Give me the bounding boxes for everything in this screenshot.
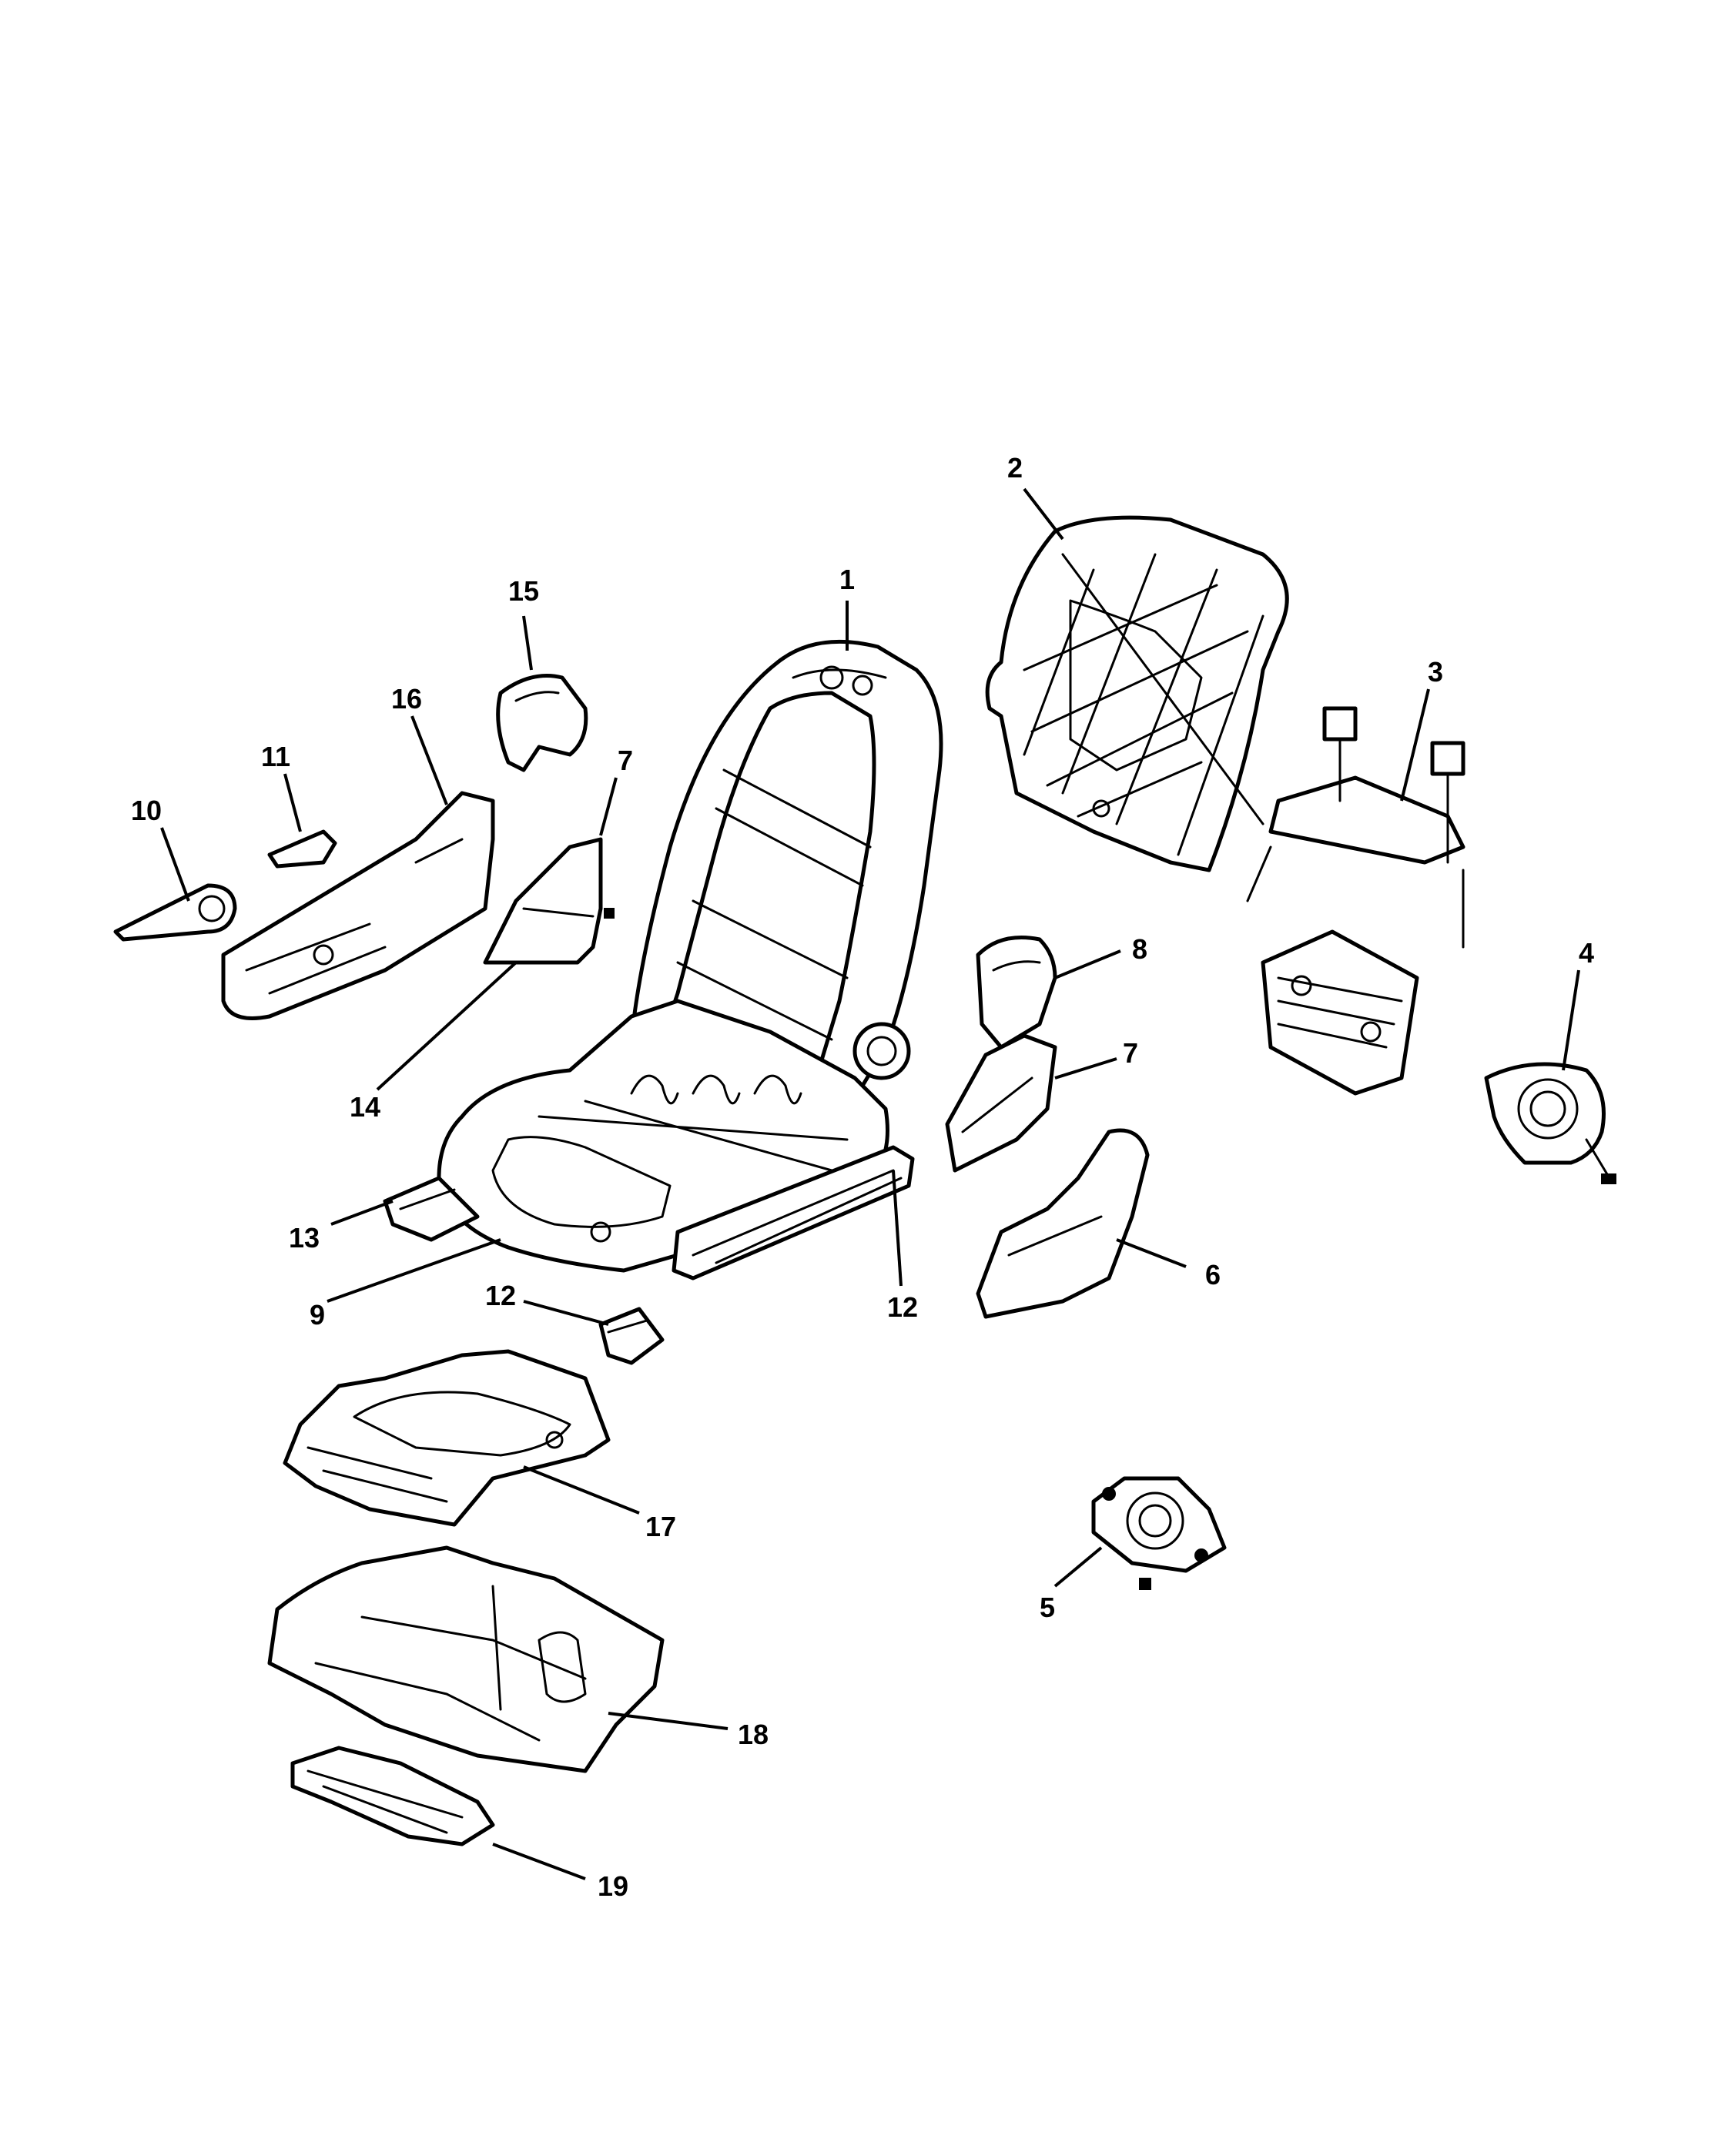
callout-14: 14 bbox=[350, 1091, 380, 1123]
part-16-side-shield bbox=[221, 791, 495, 1020]
leader-16 bbox=[410, 715, 448, 805]
part-15-trim-cover bbox=[496, 674, 588, 772]
part-2-seatback-panel bbox=[985, 515, 1289, 872]
leader-6 bbox=[1116, 1238, 1187, 1268]
part-12-seat-track-right bbox=[672, 1145, 915, 1281]
callout-2: 2 bbox=[1007, 452, 1023, 484]
leader-12a bbox=[523, 1300, 609, 1326]
callout-6: 6 bbox=[1205, 1259, 1221, 1291]
callout-8: 8 bbox=[1132, 933, 1147, 965]
part-18-cushion-foam bbox=[267, 1545, 665, 1773]
part-7-shield-left bbox=[483, 837, 603, 965]
callout-13: 13 bbox=[289, 1222, 320, 1254]
part-4-motor bbox=[1484, 1062, 1616, 1184]
callout-19: 19 bbox=[598, 1870, 628, 1902]
leader-10 bbox=[160, 827, 190, 902]
leader-17 bbox=[523, 1465, 640, 1515]
callout-12b: 12 bbox=[887, 1291, 918, 1323]
part-7-shield-right bbox=[945, 1033, 1057, 1173]
part-9-seat-cushion-frame bbox=[437, 999, 889, 1273]
callout-15: 15 bbox=[508, 575, 539, 607]
part-14-clip bbox=[604, 908, 615, 919]
leader-3 bbox=[1400, 688, 1430, 802]
callout-labels: 1 2 3 4 5 6 7 7 8 9 10 11 12 12 13 14 15… bbox=[131, 452, 1594, 1902]
leader-19 bbox=[492, 1843, 586, 1880]
leader-12b bbox=[892, 1170, 903, 1287]
callout-5: 5 bbox=[1040, 1592, 1055, 1623]
leader-7b bbox=[1054, 1057, 1117, 1080]
part-3-lumbar-mechanism bbox=[1246, 706, 1465, 1096]
leader-4 bbox=[1562, 969, 1580, 1071]
callout-3: 3 bbox=[1428, 656, 1443, 688]
leader-15 bbox=[522, 615, 533, 671]
callout-7a: 7 bbox=[618, 745, 633, 776]
callout-12a: 12 bbox=[485, 1280, 516, 1311]
part-5-track-motor bbox=[1091, 1476, 1227, 1590]
part-8-shield-cap bbox=[976, 936, 1057, 1050]
leader-8 bbox=[1054, 949, 1121, 979]
part-1-seatback-frame bbox=[629, 639, 943, 1088]
callout-16: 16 bbox=[391, 683, 422, 715]
callout-4: 4 bbox=[1579, 937, 1594, 969]
leader-2 bbox=[1023, 487, 1064, 541]
callout-9: 9 bbox=[310, 1299, 325, 1331]
callout-17: 17 bbox=[645, 1511, 676, 1542]
leader-9 bbox=[327, 1238, 501, 1303]
leader-13 bbox=[330, 1200, 394, 1226]
callout-10: 10 bbox=[131, 795, 162, 826]
callout-11: 11 bbox=[261, 741, 290, 772]
callout-7b: 7 bbox=[1123, 1037, 1138, 1069]
part-19-rail-cover bbox=[290, 1746, 495, 1846]
callout-18: 18 bbox=[738, 1719, 769, 1750]
leader-14 bbox=[376, 961, 518, 1091]
callout-1: 1 bbox=[839, 564, 855, 595]
leader-lines bbox=[160, 487, 1580, 1880]
leader-7a bbox=[599, 777, 618, 836]
leader-18 bbox=[608, 1712, 729, 1730]
leader-5 bbox=[1053, 1546, 1103, 1588]
part-13-rail-bracket bbox=[383, 1176, 480, 1242]
part-6-outer-shield bbox=[976, 1128, 1150, 1319]
part-12-seat-track-left bbox=[598, 1307, 665, 1365]
leader-11 bbox=[283, 773, 302, 832]
part-17-cushion-pan bbox=[283, 1349, 611, 1527]
part-11-lever bbox=[267, 829, 337, 869]
part-10-recliner-handle bbox=[113, 883, 237, 942]
